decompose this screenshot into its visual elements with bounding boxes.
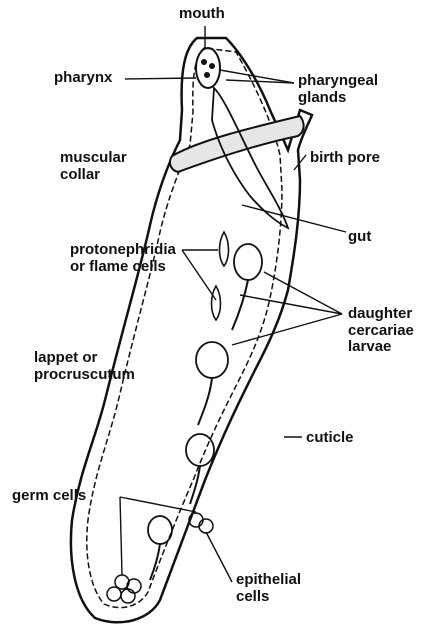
cercaria-1 (234, 244, 262, 280)
leader-lines (120, 26, 346, 582)
pharynx (196, 48, 220, 88)
label-cuticle: cuticle (306, 430, 354, 447)
flame-cell-2 (212, 286, 221, 320)
label-gut: gut (348, 229, 371, 246)
germ-cells-cluster (107, 513, 213, 603)
label-germ-cells: germ cells (12, 488, 86, 505)
muscular-collar (170, 116, 304, 172)
label-epithelial-cells: epithelial cells (236, 572, 312, 605)
label-lappet: lappet or procruscutum (34, 350, 154, 383)
label-birth-pore: birth pore (310, 150, 380, 167)
label-daughter-cercariae: daughter cercariae larvae (348, 306, 426, 356)
label-protonephridia: protonephridia or flame cells (70, 242, 182, 275)
label-muscular-collar: muscular collar (60, 150, 146, 183)
flame-cell-1 (220, 232, 229, 266)
cercaria-4 (148, 516, 172, 544)
label-pharynx: pharynx (54, 70, 112, 87)
label-pharyngeal-glands: pharyngeal glands (298, 73, 408, 106)
cercaria-2 (196, 342, 228, 378)
label-mouth: mouth (179, 6, 225, 23)
